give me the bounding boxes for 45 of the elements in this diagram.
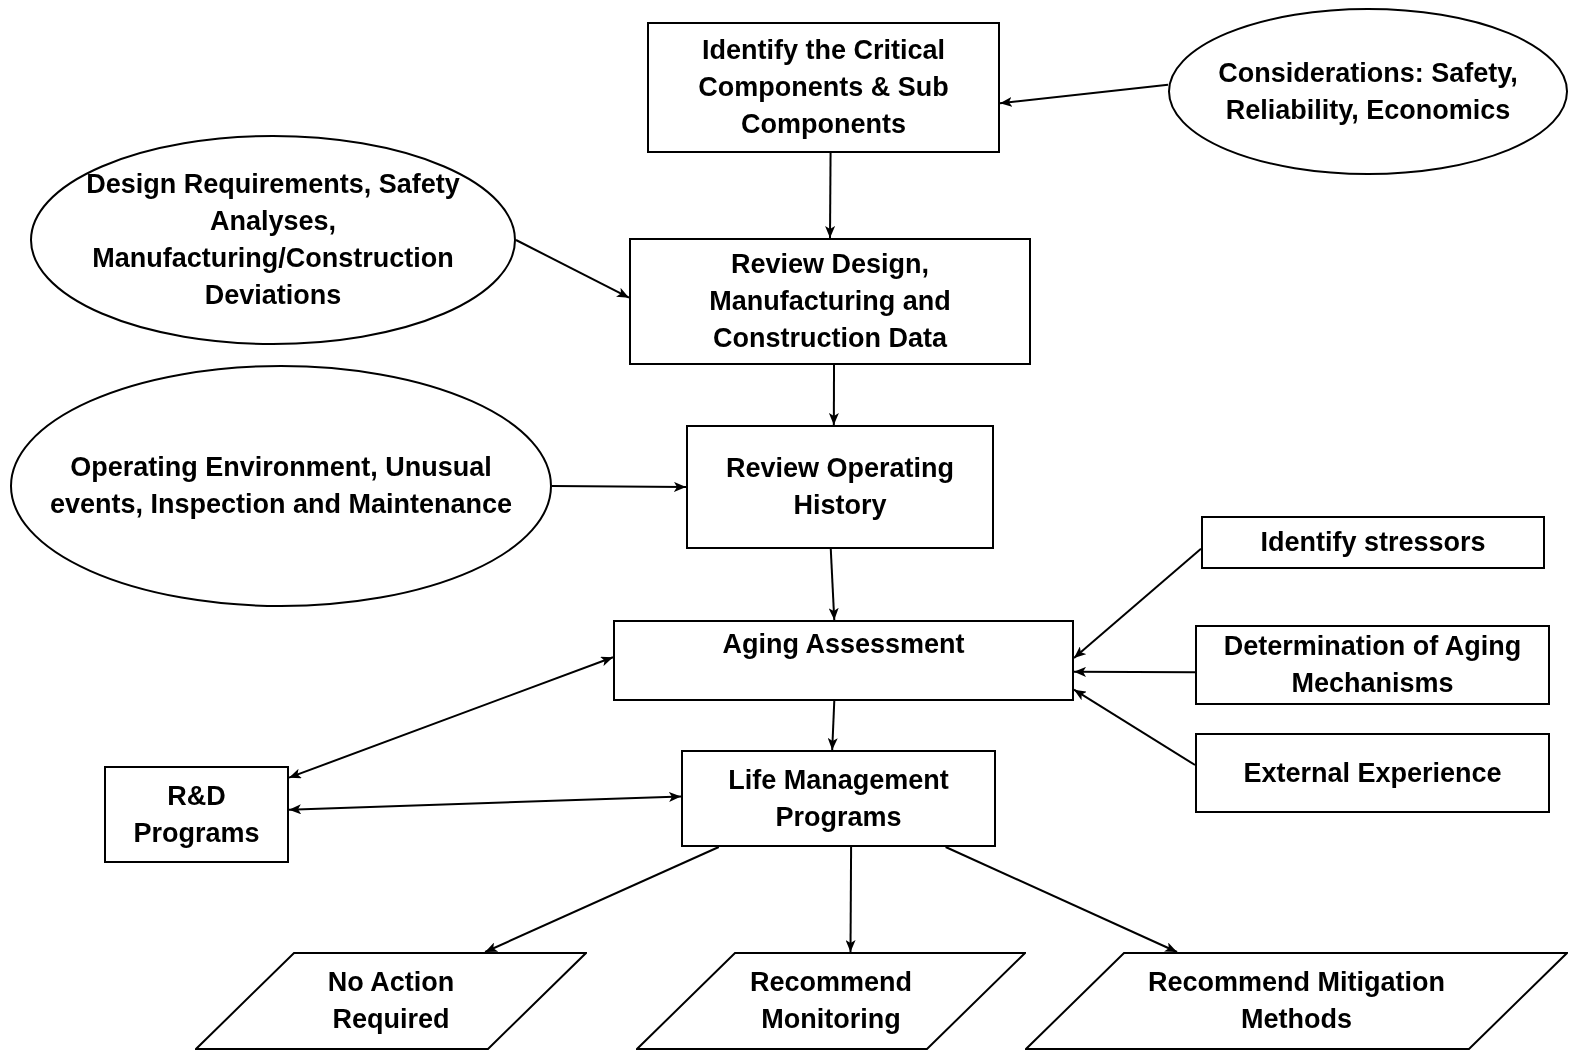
process-box: [1201, 516, 1545, 569]
process-box: [1195, 625, 1550, 705]
node-label: Recommend Mitigation Methods: [1147, 966, 1446, 1036]
arrow: [1073, 666, 1196, 677]
process-box: [1195, 733, 1550, 813]
input-ellipse: [30, 135, 516, 345]
process-box: [686, 425, 994, 549]
arrow: [845, 846, 856, 953]
arrow: [825, 152, 836, 239]
input-ellipse: [10, 365, 552, 607]
arrow: [1073, 547, 1202, 660]
arrow: [944, 846, 1179, 953]
node-label: Identify the Critical Components & Sub Components: [697, 34, 950, 141]
outcome-parallelogram: [1025, 952, 1568, 1050]
node-label: Review Operating History: [724, 452, 956, 522]
outcome-parallelogram: [195, 952, 587, 1050]
arrow: [828, 364, 839, 426]
arrow: [1073, 688, 1196, 766]
node-label: Recommend Monitoring: [748, 966, 913, 1036]
node-label: No Action Required: [326, 966, 456, 1036]
process-box: [629, 238, 1031, 365]
node-label: Determination of Aging Mechanisms: [1222, 630, 1523, 700]
outcome-parallelogram: [636, 952, 1026, 1050]
arrow: [515, 239, 630, 299]
node-label: Identify stressors: [1260, 526, 1486, 559]
arrow: [828, 548, 839, 621]
node-label: Considerations: Safety, Reliability, Economics: [1217, 56, 1519, 127]
input-ellipse: [1168, 8, 1568, 175]
node-label: Operating Environment, Unusual events, Inspection and Maintenance: [48, 451, 514, 521]
node-label: External Experience: [1243, 756, 1502, 790]
node-label: Design Requirements, Safety Analyses, Manufacturing/Construction Deviations: [85, 168, 461, 312]
process-box: [104, 766, 289, 863]
node-label: R&D Programs: [132, 779, 261, 850]
arrow: [288, 791, 682, 815]
process-box: [613, 620, 1074, 701]
node-label: Aging Assessment: [722, 628, 965, 661]
arrow: [827, 700, 838, 751]
node-label: Review Design, Manufacturing and Construction Data: [708, 248, 952, 355]
process-box: [647, 22, 1000, 153]
arrow: [551, 481, 687, 492]
arrow: [288, 656, 614, 779]
arrow: [999, 83, 1169, 107]
node-label: Life Management Programs: [727, 763, 950, 834]
arrow: [484, 846, 720, 953]
process-box: [681, 750, 996, 847]
